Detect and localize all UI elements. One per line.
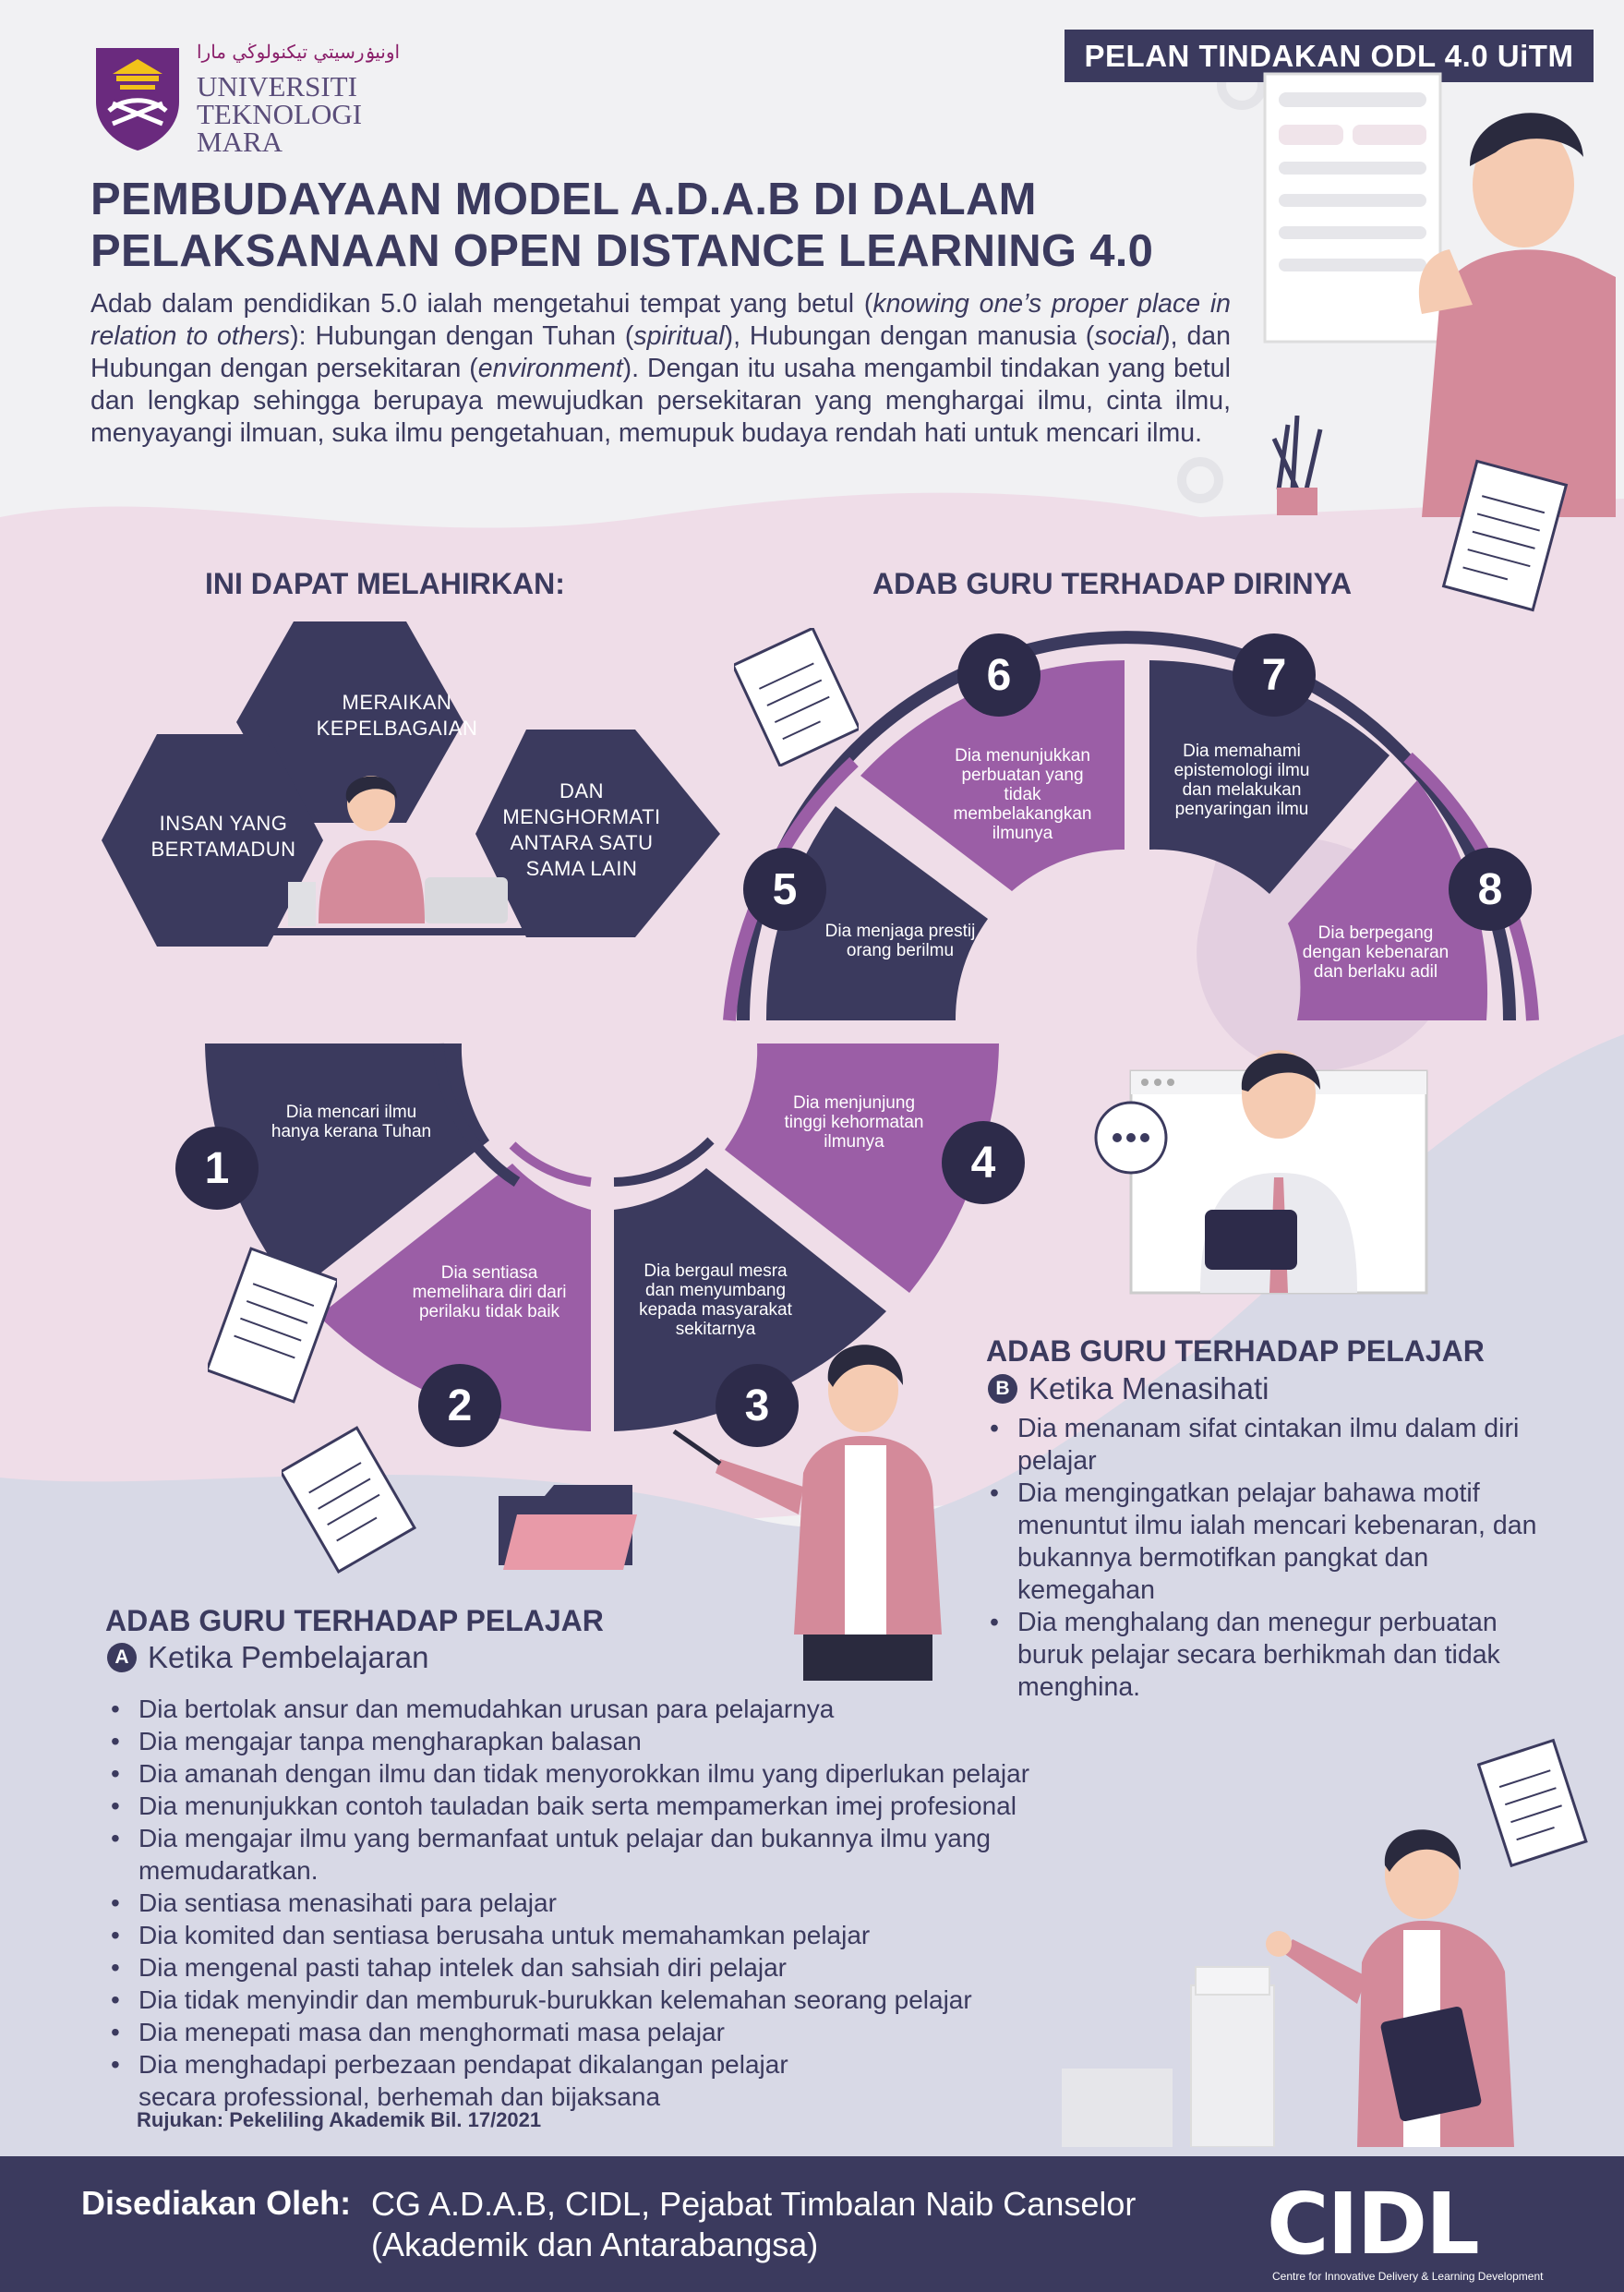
self-heading: ADAB GURU TERHADAP DIRINYA <box>872 567 1353 600</box>
paper-icon <box>282 1426 417 1574</box>
outcomes-heading: INI DAPAT MELAHIRKAN: <box>205 567 565 600</box>
paper-icon <box>208 1247 337 1404</box>
number-8: 8 <box>1449 848 1532 931</box>
logo-line-3: MARA <box>197 126 283 158</box>
cidl-logo-subtitle: Centre for Innovative Delivery & Learnin… <box>1272 2270 1544 2283</box>
list-item: Dia mengajar ilmu yang bermanfaat untuk … <box>105 1822 1139 1887</box>
segment-label-6: Dia menunjukkan perbuatan yang tidak mem… <box>953 746 1092 843</box>
section-b-heading: ADAB GURU TERHADAP PELAJAR <box>986 1334 1485 1368</box>
paper-icon <box>1441 459 1569 612</box>
badge-b: B <box>988 1374 1017 1404</box>
segment-3 <box>614 1168 886 1431</box>
segment-4 <box>725 1043 999 1293</box>
number-6: 6 <box>957 633 1041 717</box>
teacher-tablet-illustration <box>1094 1050 1428 1295</box>
segment-5 <box>765 806 988 1020</box>
footer-text: CG A.D.A.B, CIDL, Pejabat Timbalan Naib … <box>371 2184 1136 2265</box>
segment-label-7: Dia memahami epistemologi ilmu dan melak… <box>1173 742 1310 819</box>
plant-icon <box>1271 416 1323 515</box>
segment-label-4: Dia menjunjung tinggi kehormatan ilmunya <box>784 1093 924 1152</box>
list-item: Dia tidak menyindir dan memburuk-burukka… <box>105 1984 1139 2016</box>
teacher-writing-illustration <box>1263 72 1616 517</box>
cidl-logo: CIDL <box>1267 2175 1480 2274</box>
number-1: 1 <box>175 1127 259 1210</box>
logo-arabic-text: اونيۏرسيتي تيكنولوڬي مارا <box>197 41 401 63</box>
teacher-book-illustration <box>1062 1829 1514 2147</box>
segment-6 <box>860 660 1125 891</box>
segment-2 <box>319 1164 591 1431</box>
section-b-subheading: B Ketika Menasihati <box>988 1371 1269 1406</box>
paper-icon <box>1477 1738 1588 1868</box>
list-item: Dia menanam sifat cintakan ilmu dalam di… <box>984 1413 1557 1478</box>
footer-label: Disediakan Oleh: <box>81 2184 352 2222</box>
list-item: Dia mengingatkan pelajar bahawa motif me… <box>984 1478 1557 1607</box>
section-b-subtitle: Ketika Menasihati <box>1029 1371 1269 1405</box>
segment-label-1: Dia mencari ilmu hanya kerana Tuhan <box>271 1103 432 1141</box>
section-b-list: Dia menanam sifat cintakan ilmu dalam di… <box>984 1413 1557 1704</box>
segment-label-5: Dia menjaga prestij orang berilmu <box>824 922 976 960</box>
section-a-subtitle: Ketika Pembelajaran <box>148 1640 429 1674</box>
folder-icon <box>499 1485 637 1570</box>
footer-line-1: CG A.D.A.B, CIDL, Pejabat Timbalan Naib … <box>371 2185 1137 2223</box>
segment-label-3: Dia bergaul mesra dan menyumbang kepada … <box>639 1261 792 1339</box>
segment-7 <box>1149 660 1389 894</box>
list-item: Dia menghadapi perbezaan pendapat dikala… <box>105 2048 859 2113</box>
segment-8 <box>1288 780 1488 1020</box>
list-item: Dia komited dan sentiasa berusaha untuk … <box>105 1919 1139 1951</box>
section-a-list: Dia bertolak ansur dan memudahkan urusan… <box>105 1693 1139 2113</box>
number-5: 5 <box>743 848 826 931</box>
number-7: 7 <box>1233 633 1316 717</box>
hexagon-menghormati <box>475 730 720 937</box>
teacher-pointing-illustration <box>672 1345 942 1681</box>
intro-paragraph: Adab dalam pendidikan 5.0 ialah mengetah… <box>90 289 1231 448</box>
list-item: Dia sentiasa menasihati para pelajar <box>105 1887 1139 1919</box>
list-item: Dia mengenal pasti tahap intelek dan sah… <box>105 1951 1139 1984</box>
uitm-crest-icon <box>96 48 179 151</box>
list-item: Dia menepati masa dan menghormati masa p… <box>105 2016 1139 2048</box>
section-a-subheading: A Ketika Pembelajaran <box>107 1640 429 1675</box>
hexagon-meraikan <box>236 621 463 823</box>
page-title: PEMBUDAYAAN MODEL A.D.A.B DI DALAM PELAK… <box>90 174 1254 277</box>
footer <box>0 2156 1624 2292</box>
segment-1 <box>205 1043 489 1293</box>
segment-label-8: Dia berpegang dengan kebenaran dan berla… <box>1302 923 1450 982</box>
number-2: 2 <box>418 1364 501 1447</box>
outcome-hexagons <box>102 621 720 947</box>
section-a-heading: ADAB GURU TERHADAP PELAJAR <box>105 1604 604 1637</box>
reference-text: Rujukan: Pekeliling Akademik Bil. 17/202… <box>137 2108 542 2131</box>
hexagon-insan <box>102 734 323 947</box>
segment-label-2: Dia sentiasa memelihara diri dari perila… <box>412 1263 567 1321</box>
list-item: Dia bertolak ansur dan memudahkan urusan… <box>105 1693 1139 1725</box>
list-item: Dia mengajar tanpa mengharapkan balasan <box>105 1725 1139 1757</box>
number-3: 3 <box>716 1364 799 1447</box>
list-item: Dia menghalang dan menegur perbuatan bur… <box>984 1607 1557 1704</box>
list-item: Dia menunjukkan contoh tauladan baik ser… <box>105 1790 1139 1822</box>
badge-a: A <box>107 1643 137 1672</box>
title-line-2: PELAKSANAAN OPEN DISTANCE LEARNING 4.0 <box>90 226 1154 276</box>
footer-line-2: (Akademik dan Antarabangsa) <box>371 2226 819 2263</box>
logo-line-1: UNIVERSITI <box>197 70 357 103</box>
number-4: 4 <box>942 1121 1025 1204</box>
paper-icon <box>734 628 859 766</box>
title-line-1: PEMBUDAYAAN MODEL A.D.A.B DI DALAM <box>90 175 1037 224</box>
logo-line-2: TEKNOLOGI <box>197 98 363 130</box>
list-item: Dia amanah dengan ilmu dan tidak menyoro… <box>105 1757 1139 1790</box>
